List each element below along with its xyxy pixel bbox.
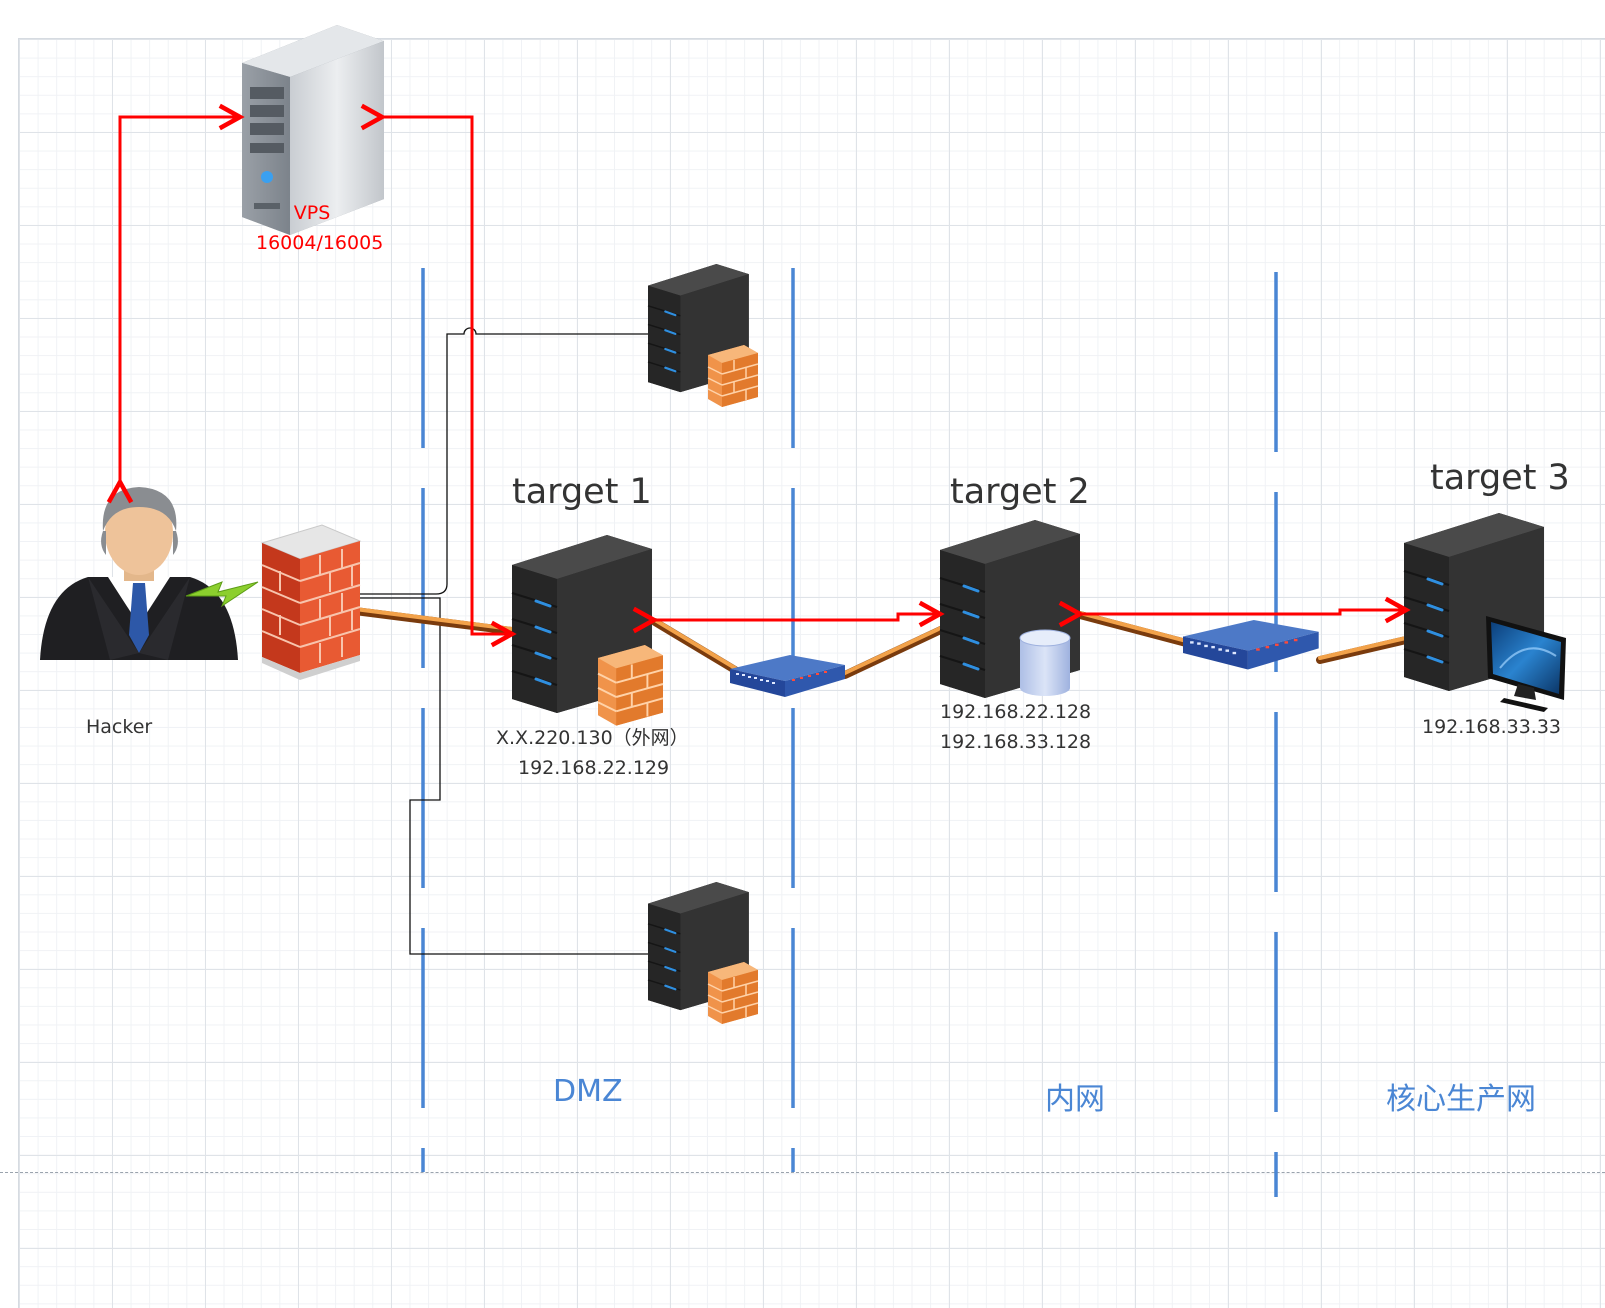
target3-title: target 3 [1430, 458, 1570, 498]
vps-server-icon [242, 25, 384, 235]
zone-label-intranet: 内网 [1045, 1082, 1105, 1117]
vps-label: VPS 16004/16005 [256, 198, 384, 258]
dmz-upper-firewall-icon [707, 344, 759, 408]
target3-ip: 192.168.33.33 [1422, 716, 1562, 738]
dmz-lower-firewall-icon [707, 961, 759, 1025]
vps-ports: 16004/16005 [256, 232, 384, 254]
target1-ip-block: X.X.220.130（外网） 192.168.22.129 [496, 723, 689, 783]
target2-ip-2: 192.168.33.128 [940, 731, 1092, 753]
database-icon [1019, 629, 1071, 696]
zone-label-core: 核心生产网 [1386, 1082, 1536, 1117]
target2-title: target 2 [950, 472, 1090, 512]
target1-title: target 1 [512, 472, 652, 512]
page-break-line [0, 1172, 1605, 1173]
tunnel-target2-target3 [1080, 610, 1406, 614]
hacker-label: Hacker [86, 716, 153, 738]
tunnel-target1-target2 [654, 614, 940, 620]
tunnel-vps-target1 [382, 117, 512, 634]
router-intranet-core-icon [1183, 620, 1319, 670]
target1-firewall-icon [597, 644, 664, 727]
router-dmz-intranet-icon [730, 655, 845, 697]
target1-ip-internal: 192.168.22.129 [518, 757, 670, 779]
target2-ip-block: 192.168.22.128 192.168.33.128 [940, 697, 1091, 757]
tunnel-hacker-vps [120, 117, 240, 482]
perimeter-firewall-icon [260, 524, 362, 680]
target1-ip-external: X.X.220.130（外网） [496, 727, 689, 749]
monitor-icon [1486, 616, 1566, 712]
hacker-user-icon [40, 487, 238, 660]
vps-name: VPS [293, 202, 331, 224]
lightning-link-icon [185, 581, 259, 608]
zone-label-dmz: DMZ [553, 1074, 623, 1109]
target2-ip-1: 192.168.22.128 [940, 701, 1092, 723]
tunnel-lines [120, 117, 1406, 634]
